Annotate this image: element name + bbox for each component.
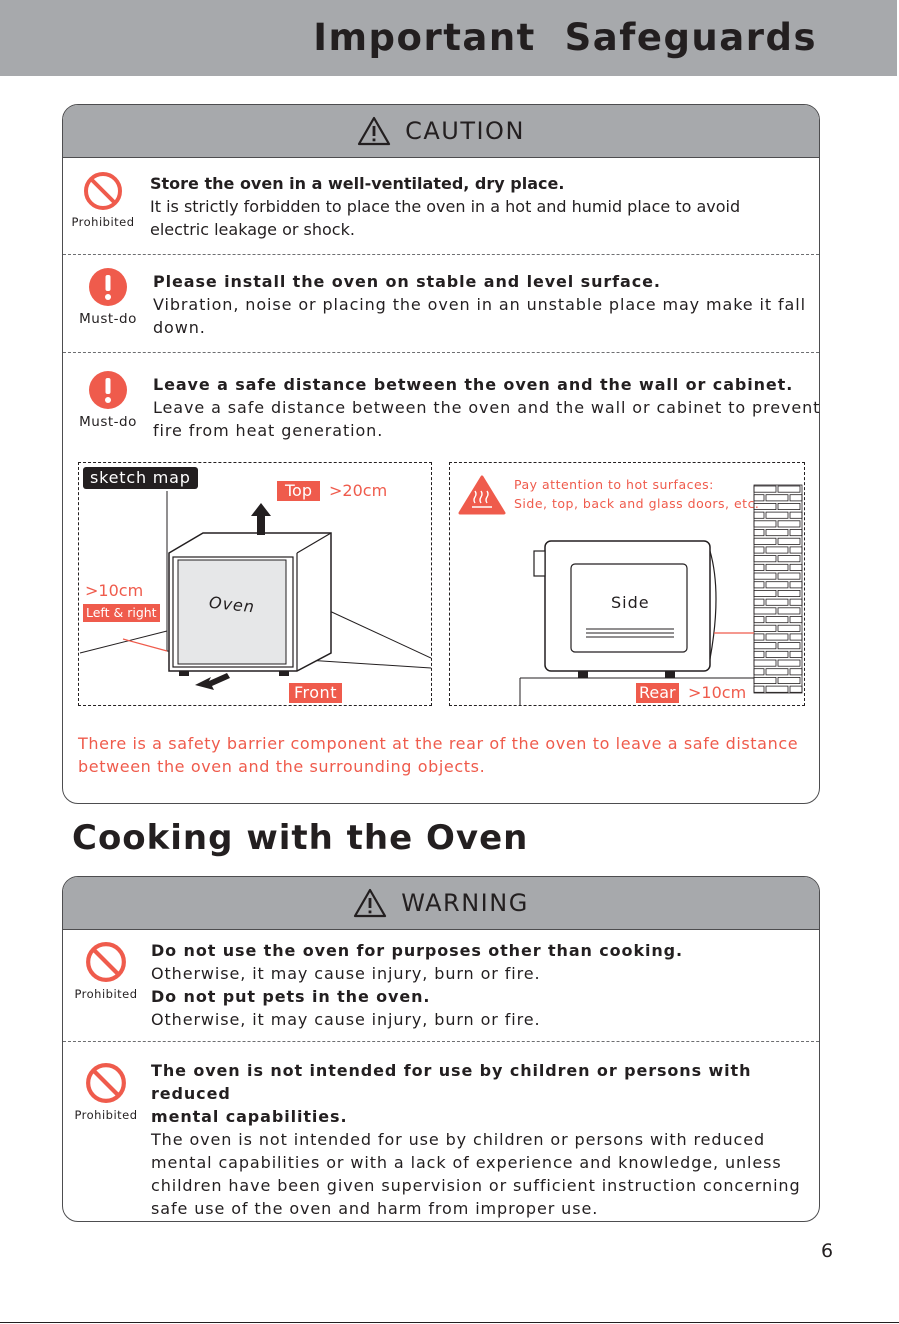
front-tag: Front xyxy=(289,683,342,703)
prohibited-icon xyxy=(84,172,122,210)
icon-caption: Prohibited xyxy=(74,1108,138,1122)
header-band: Important Safeguards xyxy=(0,0,897,76)
left-right-tag: Left & right xyxy=(83,604,160,622)
icon-caption: Must-do xyxy=(79,414,137,430)
prohibited-badge: Prohibited xyxy=(66,941,146,1001)
rear-tag: Rear xyxy=(636,683,679,703)
side-label: Side xyxy=(611,593,650,612)
item-line: safe use of the oven and harm from impro… xyxy=(151,1199,599,1218)
warning-item-1: Do not use the oven for purposes other t… xyxy=(151,939,683,1031)
item-title: Please install the oven on stable and le… xyxy=(153,272,661,291)
caution-item-1: Store the oven in a well-ventilated, dry… xyxy=(150,172,740,241)
oven-side-diagram xyxy=(458,475,803,705)
item-title: mental capabilities. xyxy=(151,1107,348,1126)
footer-rule xyxy=(0,1322,899,1323)
caution-label: CAUTION xyxy=(405,117,525,145)
caution-box: CAUTION Prohibited Store the oven in a w… xyxy=(62,104,820,804)
icon-caption: Prohibited xyxy=(71,215,135,229)
must-do-badge: Must-do xyxy=(68,370,148,430)
hot-surface-warning-line2: Side, top, back and glass doors, etc. xyxy=(514,496,760,511)
must-do-icon xyxy=(89,371,127,409)
must-do-badge: Must-do xyxy=(68,267,148,327)
item-line: It is strictly forbidden to place the ov… xyxy=(150,197,741,216)
item-line: Otherwise, it may cause injury, burn or … xyxy=(151,964,541,983)
item-line: Leave a safe distance between the oven a… xyxy=(153,398,820,417)
item-title: Do not use the oven for purposes other t… xyxy=(151,941,683,960)
item-line: electric leakage or shock. xyxy=(150,220,355,239)
item-title: The oven is not intended for use by chil… xyxy=(151,1061,752,1103)
sketch-panel-front: sketch map Top >20cm >10cm Left & right … xyxy=(78,462,432,706)
rear-distance: >10cm xyxy=(688,683,747,702)
item-title: Do not put pets in the oven. xyxy=(151,987,431,1006)
must-do-icon xyxy=(89,268,127,306)
caution-item-3: Leave a safe distance between the oven a… xyxy=(153,373,820,442)
item-line: The oven is not intended for use by chil… xyxy=(151,1130,766,1149)
top-tag: Top xyxy=(277,481,320,501)
icon-caption: Must-do xyxy=(79,311,137,327)
item-line: down. xyxy=(153,318,206,337)
icon-caption: Prohibited xyxy=(74,987,138,1001)
warning-label: WARNING xyxy=(401,889,529,917)
prohibited-badge: Prohibited xyxy=(63,171,143,229)
prohibited-icon xyxy=(86,1063,126,1103)
item-title: Leave a safe distance between the oven a… xyxy=(153,375,794,394)
divider xyxy=(63,1041,819,1042)
item-line: Otherwise, it may cause injury, burn or … xyxy=(151,1010,541,1029)
item-line: children have been given supervision or … xyxy=(151,1176,801,1195)
prohibited-badge: Prohibited xyxy=(66,1062,146,1122)
warning-box: WARNING Prohibited Do not use the oven f… xyxy=(62,876,820,1222)
safety-barrier-note: There is a safety barrier component at t… xyxy=(78,732,798,778)
item-line: Vibration, noise or placing the oven in … xyxy=(153,295,806,314)
warning-item-2: The oven is not intended for use by chil… xyxy=(151,1059,819,1220)
divider xyxy=(63,352,819,353)
item-title: Store the oven in a well-ventilated, dry… xyxy=(150,174,565,193)
warning-triangle-icon xyxy=(357,116,391,146)
item-line: fire from heat generation. xyxy=(153,421,384,440)
prohibited-icon xyxy=(86,942,126,982)
hot-surface-icon xyxy=(460,473,506,513)
hot-surface-warning-line1: Pay attention to hot surfaces: xyxy=(514,477,714,492)
caution-item-2: Please install the oven on stable and le… xyxy=(153,270,806,339)
warning-triangle-icon xyxy=(354,888,387,918)
item-line: mental capabilities or with a lack of ex… xyxy=(151,1153,782,1172)
divider xyxy=(63,254,819,255)
oven-front-diagram xyxy=(79,491,431,690)
page-title: Important Safeguards xyxy=(313,16,817,59)
note-line: between the oven and the surrounding obj… xyxy=(78,757,486,776)
note-line: There is a safety barrier component at t… xyxy=(78,734,799,753)
caution-header: CAUTION xyxy=(63,105,819,158)
side-distance: >10cm xyxy=(85,581,144,600)
top-distance: >20cm xyxy=(329,481,388,500)
sketch-map-tag: sketch map xyxy=(83,467,198,489)
sketch-panel-side: Pay attention to hot surfaces: Side, top… xyxy=(449,462,805,706)
section-title: Cooking with the Oven xyxy=(72,818,529,858)
page-number: 6 xyxy=(821,1240,834,1262)
warning-header: WARNING xyxy=(63,877,819,930)
